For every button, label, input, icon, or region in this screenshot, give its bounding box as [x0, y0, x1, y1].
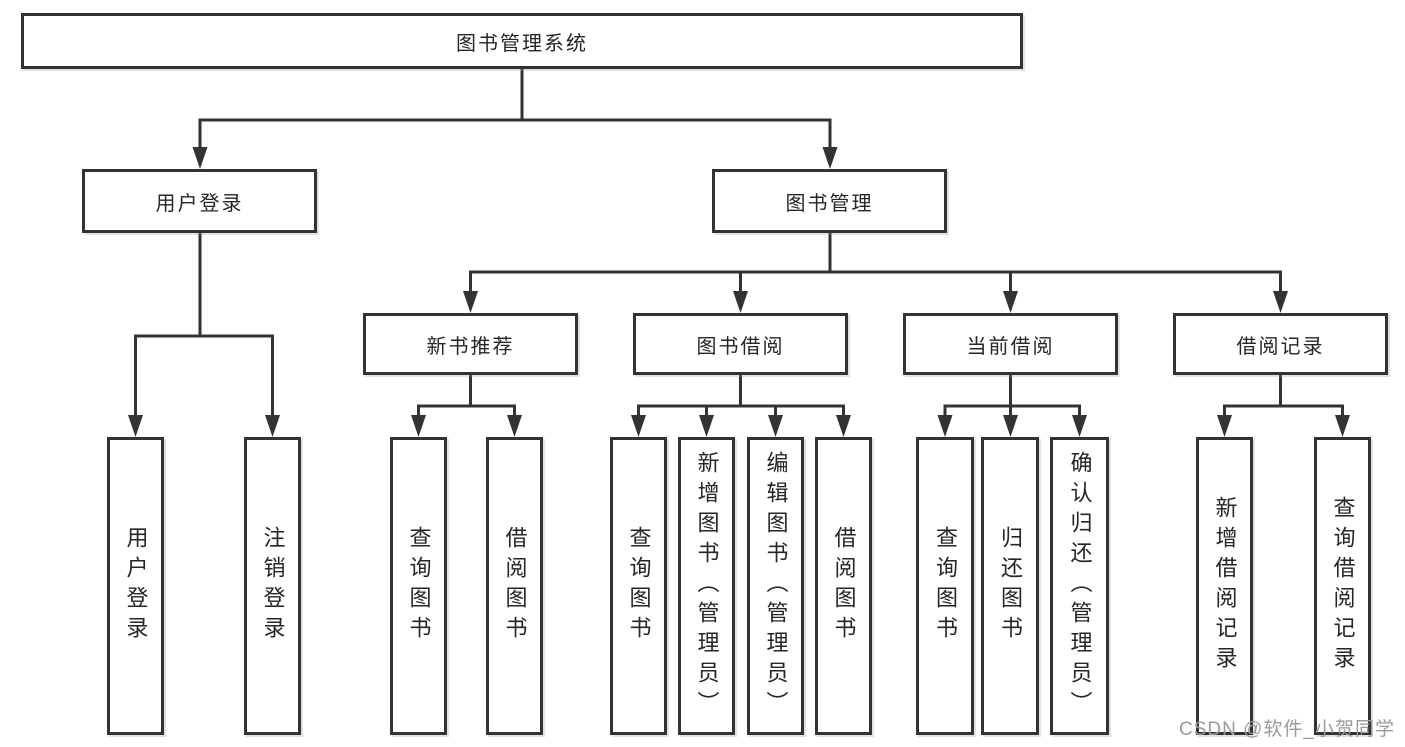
- leaf-query-books-current: 查询图书: [916, 437, 974, 735]
- leaf-edit-books-admin: 编辑图书（管理员）: [747, 437, 804, 735]
- node-label: 图书管理系统: [456, 32, 588, 55]
- leaf-query-borrow-record: 查询借阅记录: [1314, 437, 1371, 735]
- leaf-confirm-return-admin: 确认归还（管理员）: [1050, 437, 1109, 735]
- node-borrowing-records: 借阅记录: [1173, 313, 1388, 375]
- node-label: 当前借阅: [966, 335, 1055, 358]
- node-label: 编辑图书（管理员）: [763, 451, 789, 721]
- node-label: 注销登录: [260, 526, 286, 646]
- watermark-text: CSDN @软件_小贺同学: [1179, 719, 1395, 740]
- leaf-borrow-books-recommend: 借阅图书: [486, 437, 543, 735]
- node-label: 借阅记录: [1236, 335, 1325, 358]
- node-label: 图书借阅: [696, 335, 785, 358]
- node-book-management: 图书管理: [712, 169, 947, 233]
- node-label: 图书管理: [785, 192, 874, 215]
- node-label: 归还图书: [998, 526, 1023, 646]
- node-label: 查询图书: [626, 526, 652, 646]
- leaf-return-books: 归还图书: [981, 437, 1039, 735]
- node-label: 新书推荐: [426, 335, 515, 358]
- node-label: 确认归还（管理员）: [1067, 451, 1093, 721]
- leaf-add-books-admin: 新增图书（管理员）: [678, 437, 735, 735]
- node-current-borrowing: 当前借阅: [903, 313, 1118, 375]
- leaf-query-books-recommend: 查询图书: [390, 437, 447, 735]
- node-label: 用户登录: [155, 192, 244, 215]
- node-label: 新增图书（管理员）: [694, 451, 720, 721]
- leaf-borrow-books-borrowing: 借阅图书: [815, 437, 872, 735]
- node-label: 新增借阅记录: [1212, 496, 1238, 676]
- node-library-management-system: 图书管理系统: [21, 13, 1023, 69]
- node-label: 借阅图书: [831, 526, 857, 646]
- leaf-logout: 注销登录: [244, 437, 301, 735]
- node-label: 用户登录: [123, 526, 149, 646]
- node-label: 借阅图书: [502, 526, 528, 646]
- node-book-borrowing: 图书借阅: [633, 313, 848, 375]
- node-label: 查询图书: [933, 526, 958, 646]
- leaf-user-login: 用户登录: [107, 437, 164, 735]
- leaf-query-books-borrowing: 查询图书: [610, 437, 667, 735]
- node-new-book-recommendation: 新书推荐: [363, 313, 578, 375]
- node-label: 查询借阅记录: [1330, 496, 1356, 676]
- node-user-login: 用户登录: [82, 169, 317, 233]
- node-label: 查询图书: [406, 526, 432, 646]
- leaf-add-borrow-record: 新增借阅记录: [1196, 437, 1253, 735]
